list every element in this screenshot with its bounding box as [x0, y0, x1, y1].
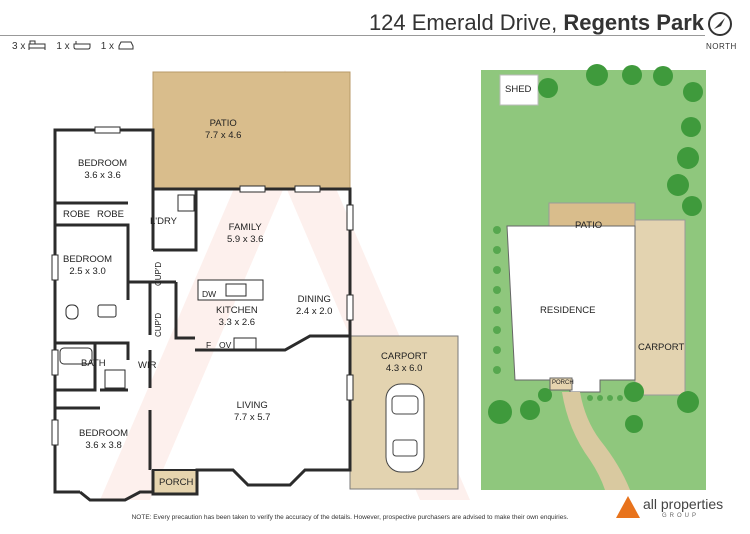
tree-icon [677, 391, 699, 413]
site-residence-label: RESIDENCE [540, 305, 596, 316]
house-walls [53, 128, 352, 502]
site-residence-block [506, 225, 636, 393]
room-laundry: L'DRY [150, 216, 177, 227]
oven-label: OV [219, 340, 232, 350]
bedroom-count: 3 x [12, 40, 46, 53]
site-shrubs [493, 226, 623, 401]
tree-icon [520, 400, 540, 420]
room-bath: BATH [81, 358, 106, 369]
address-text: 124 Emerald Drive, [368, 10, 558, 35]
cooktop-icon [233, 337, 257, 351]
room-robe-1: ROBE [63, 209, 90, 220]
dishwasher-label: DW [202, 289, 217, 299]
brand-logo-icon [616, 496, 640, 518]
tree-icon [538, 388, 552, 402]
bed-count-text: 3 x [12, 41, 26, 53]
north-label: NORTH [706, 42, 737, 51]
car-icon [117, 40, 135, 53]
cupboard-1: CUP'D [154, 261, 163, 286]
cupboard-2: CUP'D [154, 312, 163, 337]
bathtub-icon [59, 347, 93, 365]
suburb-text: Regents Park [563, 10, 704, 35]
property-features: 3 x 1 x 1 x [12, 40, 135, 53]
car-count-text: 1 x [100, 41, 115, 53]
basin-icon [97, 304, 117, 318]
fridge-label: F [206, 340, 212, 350]
tree-icon [624, 382, 644, 402]
header-divider [0, 35, 705, 36]
site-patio-label: PATIO [575, 220, 603, 231]
windows [51, 126, 354, 446]
room-porch: PORCH [159, 477, 194, 488]
kitchen-bench [197, 279, 264, 301]
carspace-count: 1 x [101, 40, 135, 53]
site-trees [488, 64, 703, 433]
tree-icon [622, 65, 642, 85]
disclaimer-note: NOTE: Every precaution has been taken to… [131, 514, 569, 521]
room-robe-2: ROBE [97, 209, 124, 220]
laundry-tub-icon [177, 194, 195, 212]
site-porch-label: PORCH [552, 380, 574, 386]
sink-icon [225, 283, 247, 297]
tree-icon [667, 174, 689, 196]
room-wir: WIR [138, 360, 157, 371]
car-drawing [385, 383, 425, 473]
brand-name: all properties [643, 496, 724, 512]
compass-icon [708, 12, 732, 36]
toilet-icon [65, 304, 79, 320]
shower-icon [104, 369, 126, 389]
site-carport-label: CARPORT [638, 342, 685, 353]
site-shed-label: SHED [505, 84, 532, 95]
tree-icon [653, 66, 673, 86]
site-path [562, 392, 630, 490]
tree-icon [538, 78, 558, 98]
site-carport-block [634, 219, 686, 396]
tree-icon [488, 400, 512, 424]
tree-icon [677, 147, 699, 169]
shed-block [499, 74, 539, 106]
tree-icon [681, 117, 701, 137]
tree-icon [683, 82, 703, 102]
bathroom-count: 1 x [56, 40, 91, 53]
brand-subtitle: GROUP [662, 513, 700, 519]
patio-area [152, 71, 351, 190]
bath-icon [73, 40, 91, 53]
tree-icon [682, 196, 702, 216]
tree-icon [625, 415, 643, 433]
bath-count-text: 1 x [56, 41, 70, 53]
bed-icon [28, 40, 46, 53]
tree-icon [586, 64, 608, 86]
site-porch-block [549, 377, 573, 391]
page-title: 124 Emerald Drive, Regents Park [369, 10, 704, 36]
